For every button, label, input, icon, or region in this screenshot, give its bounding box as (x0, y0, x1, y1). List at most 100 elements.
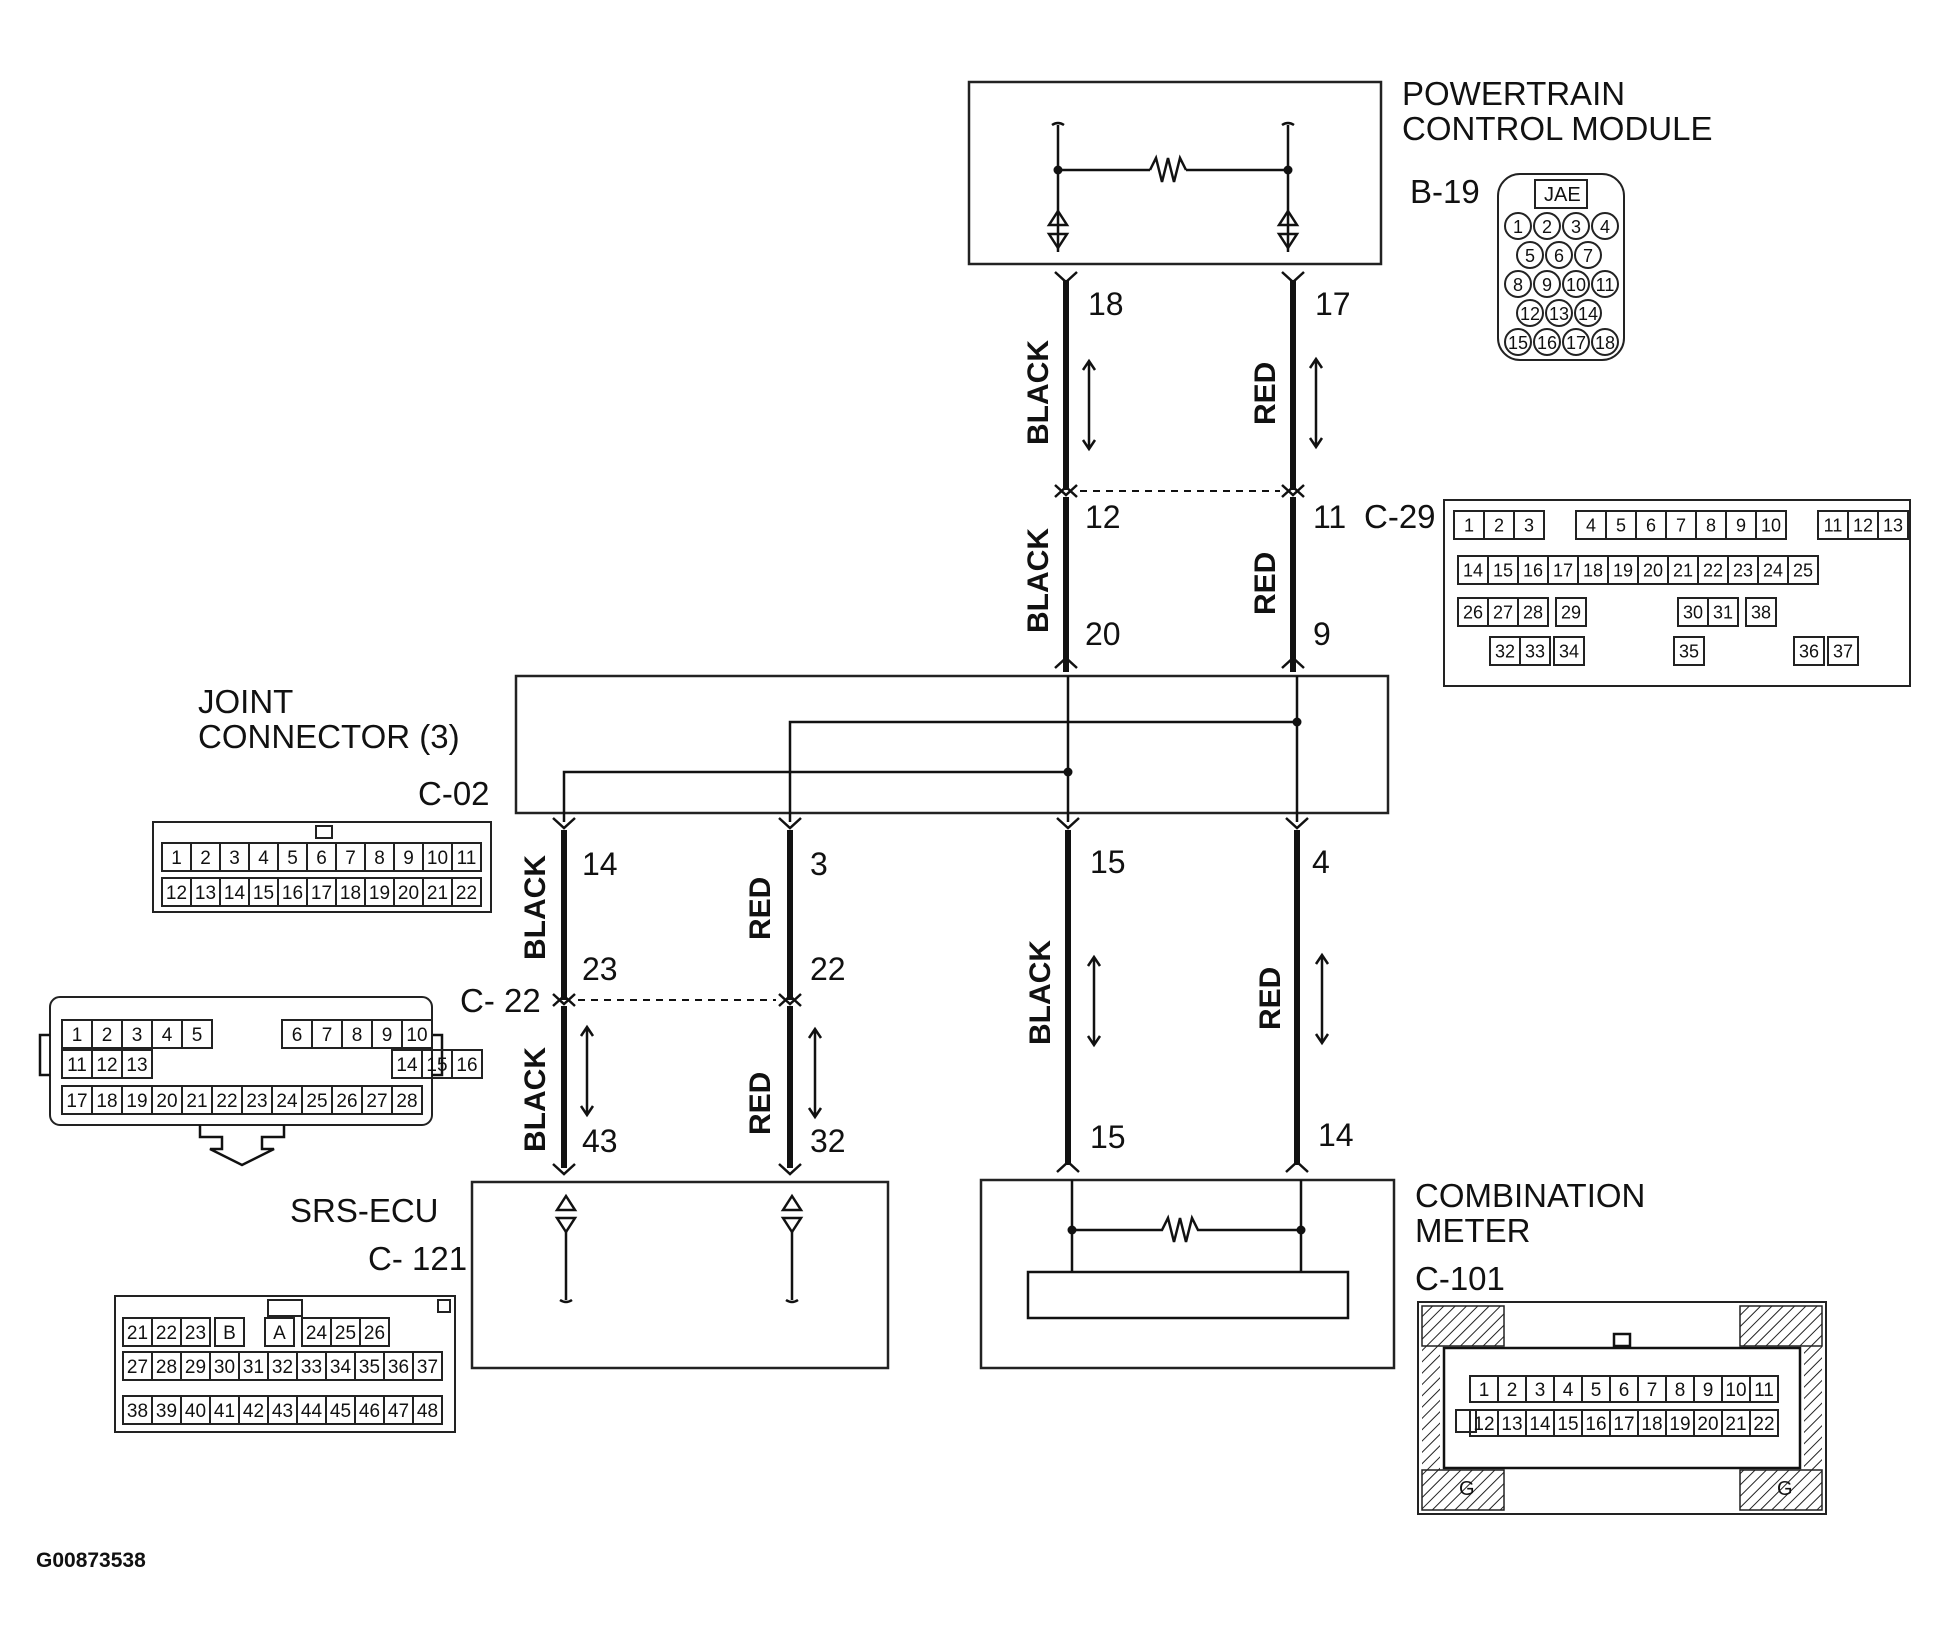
b19-pins-pin-label: 10 (1566, 275, 1586, 295)
figure-id: G00873538 (36, 1549, 146, 1572)
c29-pins-pin-label: 25 (1793, 560, 1813, 580)
c02-pins-cell (451, 842, 482, 872)
c121-pins-pin-label: 24 (306, 1323, 328, 1344)
wire-color-red-3: RED (744, 877, 777, 940)
srs-connector-id: C- 121 (368, 1240, 467, 1277)
c29-pins-pin-label: 16 (1523, 560, 1543, 580)
pcm-internal-resistor-circuit (1046, 121, 1300, 252)
signal-arrow-6 (1314, 952, 1330, 1046)
c22-pins-pin-label: 19 (126, 1091, 147, 1112)
b19-pins-pin-label: 6 (1554, 246, 1564, 266)
c101-pins-pin-label: 11 (1754, 1380, 1774, 1401)
c22-pins-cell (451, 1049, 483, 1079)
c29-pins-pin-label: 28 (1523, 602, 1543, 622)
c101-pins-pin-label: 3 (1535, 1380, 1546, 1401)
c121-pins-cell (412, 1395, 443, 1425)
wire-color-black-2: BLACK (1022, 528, 1055, 633)
c02-pins-pin-label: 7 (345, 848, 356, 869)
c101-pins-cell (1749, 1409, 1779, 1437)
c29-pins-pin-label: 20 (1643, 560, 1663, 580)
c29-pins-pin-label: 4 (1586, 515, 1596, 535)
pin-meter-red: 14 (1318, 1117, 1354, 1153)
c121-pins-pin-label: 26 (364, 1323, 385, 1344)
signal-arrow-5 (1086, 954, 1102, 1048)
c02-connector-id: C-02 (418, 775, 490, 812)
pin-c29-black: 12 (1085, 499, 1121, 535)
joint-connector-box (514, 674, 1390, 815)
c29-pins-pin-label: 24 (1763, 560, 1783, 580)
c101-pins-pin-label: 1 (1479, 1380, 1490, 1401)
c22-pins-pin-label: 6 (292, 1025, 303, 1046)
c29-pins-pin-label: 8 (1706, 515, 1716, 535)
c29-pins-pin-label: 38 (1751, 602, 1771, 622)
c121-pins-pin-label: 32 (272, 1357, 293, 1378)
c29-pins-pin-label: 17 (1553, 560, 1573, 580)
b19-pins-pin-label: 16 (1537, 333, 1557, 353)
pin-srs-black: 43 (582, 1123, 618, 1159)
c29-pins-pin-label: 18 (1583, 560, 1603, 580)
c101-pins-pin-label: 5 (1591, 1380, 1602, 1401)
b19-pins-pin-label: 3 (1571, 217, 1581, 237)
c02-pins-pin-label: 18 (340, 883, 361, 904)
c121-pins-pin-label: 31 (243, 1357, 264, 1378)
b19-pins-pin-label: 9 (1542, 275, 1552, 295)
c02-pins-pin-label: 4 (258, 848, 269, 869)
b19-pins-pin-label: 7 (1583, 246, 1593, 266)
joint-internal-bus (562, 676, 1302, 822)
srs-internal (554, 1193, 804, 1304)
meter-internal-circuit (1026, 1180, 1350, 1320)
c121-pins-pin-label: 23 (185, 1323, 206, 1344)
pin-joint-out-2: 3 (810, 846, 828, 882)
c121-pins-pin-label: 35 (359, 1357, 380, 1378)
pcm-box (967, 80, 1383, 266)
c29-pins-cell (1793, 636, 1825, 666)
c101-ground-left: G (1459, 1478, 1475, 1500)
c29-pins-cell (1673, 636, 1705, 666)
c22-pins-pin-label: 9 (382, 1025, 393, 1046)
b19-pins-pin-label: 17 (1566, 333, 1586, 353)
c22-pins-pin-label: 14 (396, 1055, 418, 1076)
b19-pins-pin (1574, 241, 1602, 269)
pcm-title-line2: CONTROL MODULE (1402, 110, 1712, 147)
c22-pins-pin-label: 12 (96, 1055, 117, 1076)
combination-meter-box (979, 1178, 1396, 1370)
c29-inline-connector (1054, 484, 1305, 498)
c29-pins-pin-label: 6 (1646, 515, 1656, 535)
c29-pins-pin-label: 1 (1464, 515, 1474, 535)
c02-pins-pin-label: 19 (369, 883, 390, 904)
c29-pins-pin-label: 26 (1463, 602, 1483, 622)
pin-c29-red: 11 (1313, 499, 1346, 535)
wire-color-red-2: RED (1249, 552, 1282, 615)
c121-pins-pin-label: 39 (156, 1401, 177, 1422)
b19-pins-pin (1545, 241, 1573, 269)
c29-pins-pin-label: 29 (1561, 602, 1581, 622)
c101-pins-pin-label: 7 (1647, 1380, 1658, 1401)
c121-pins-pin-label: 22 (156, 1323, 177, 1344)
srs-ecu-name: SRS-ECU (290, 1192, 439, 1229)
c121-pins-pin-label: 45 (330, 1401, 351, 1422)
pin-c22-red: 22 (810, 951, 846, 987)
c22-pins-pin-label: 11 (67, 1055, 87, 1076)
b19-pins-pin-label: 11 (1596, 275, 1615, 295)
c121-pins-pin-label: 43 (272, 1401, 293, 1422)
pin-c22-black: 23 (582, 951, 618, 987)
c22-inline-connector (552, 993, 802, 1007)
c29-connector-id: C-29 (1364, 498, 1436, 535)
c29-pins-pin-label: 9 (1736, 515, 1746, 535)
b19-pins-pin (1562, 212, 1590, 240)
c22-pins-pin-label: 3 (132, 1025, 143, 1046)
b19-pins-pin-label: 1 (1513, 217, 1523, 237)
c101-pins-pin-label: 19 (1669, 1414, 1690, 1435)
c121-pins-cell (264, 1317, 295, 1347)
b19-pins-pin-label: 2 (1542, 217, 1552, 237)
c121-pins-pin-label: 29 (185, 1357, 206, 1378)
c02-pins-pin-label: 11 (457, 848, 477, 869)
c02-pins-pin-label: 1 (171, 848, 182, 869)
c29-pins-cell (1707, 597, 1739, 627)
b19-pins-pin (1562, 328, 1590, 356)
c29-pins-pin-label: 31 (1713, 602, 1733, 622)
c22-pins-cell (121, 1049, 153, 1079)
c29-pins-pin-label: 33 (1525, 641, 1545, 661)
